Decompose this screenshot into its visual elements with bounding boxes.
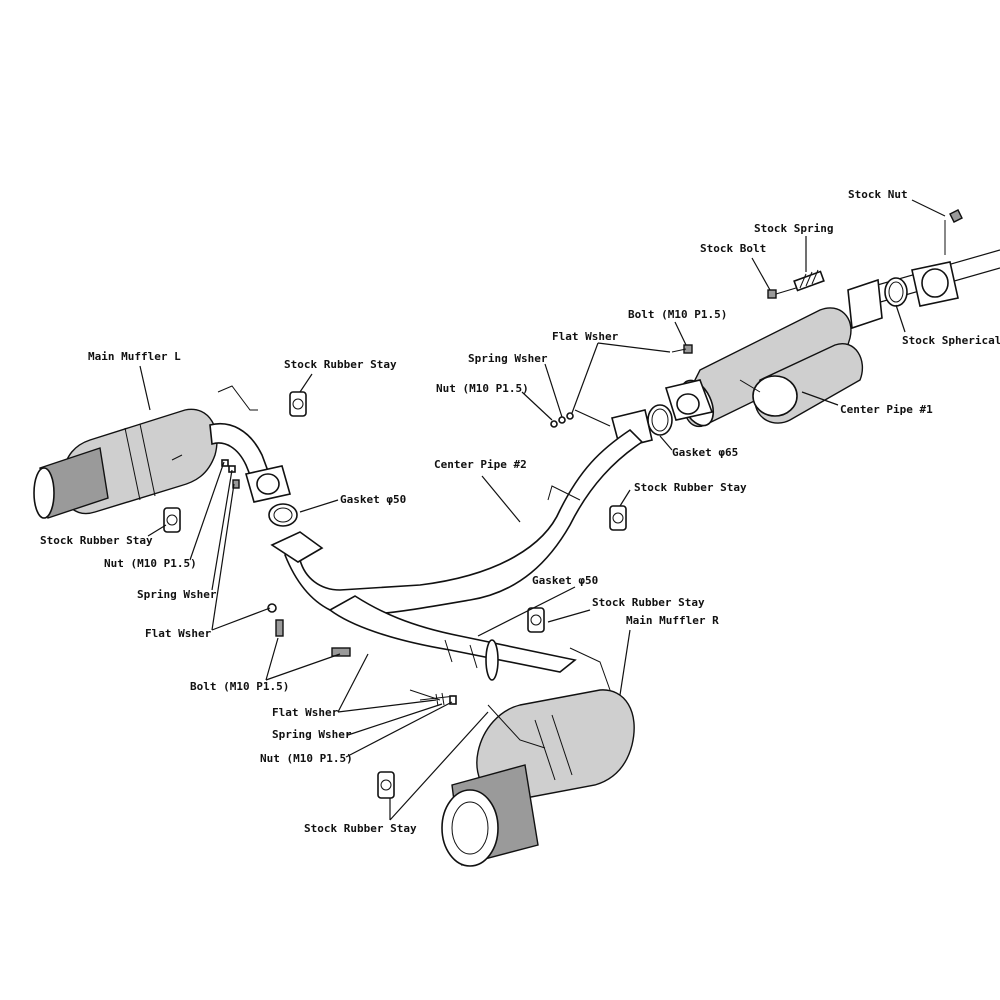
rubber-stay-bottom-part <box>377 771 395 799</box>
label-flat-washer-left: Flat Wsher <box>145 627 212 640</box>
label-stock-spring: Stock Spring <box>754 222 833 235</box>
label-stock-rubber-stay-mid: Stock Rubber Stay <box>634 481 747 494</box>
gasket-65-part <box>647 404 673 436</box>
label-main-muffler-r: Main Muffler R <box>626 614 719 627</box>
rubber-stay-right-part <box>527 607 545 633</box>
stock-flange <box>911 261 959 307</box>
label-flat-washer-top: Flat Wsher <box>552 330 619 343</box>
label-nut-left: Nut (M10 P1.5) <box>104 557 197 570</box>
label-spring-washer-top: Spring Wsher <box>468 352 548 365</box>
label-spring-washer-left: Spring Wsher <box>137 588 217 601</box>
label-flat-washer-bottom: Flat Wsher <box>272 706 339 719</box>
gasket-50-lower-part <box>485 639 499 681</box>
label-center-pipe-2: Center Pipe #2 <box>434 458 527 471</box>
stock-spherical-gasket <box>884 277 908 307</box>
label-bolt-top: Bolt (M10 P1.5) <box>628 308 727 321</box>
label-main-muffler-l: Main Muffler L <box>88 350 181 363</box>
label-stock-rubber-stay-left: Stock Rubber Stay <box>40 534 153 547</box>
label-center-pipe-1: Center Pipe #1 <box>840 403 933 416</box>
label-bolt-bottom: Bolt (M10 P1.5) <box>190 680 289 693</box>
callout-labels: Stock Nut Stock Spring Stock Bolt Stock … <box>40 188 1000 835</box>
stock-bolt-part <box>767 287 797 299</box>
stock-nut-part <box>944 209 963 255</box>
washers-left-parts <box>221 459 284 637</box>
flange-left <box>244 465 292 503</box>
main-muffler-l <box>33 385 277 519</box>
label-gasket-50-lower: Gasket φ50 <box>532 574 598 587</box>
label-nut-top: Nut (M10 P1.5) <box>436 382 529 395</box>
label-nut-bottom: Nut (M10 P1.5) <box>260 752 353 765</box>
label-stock-nut: Stock Nut <box>848 188 908 201</box>
center-pipe-1 <box>664 249 1000 428</box>
bolt-washer-bottom-parts <box>331 647 457 707</box>
label-stock-bolt: Stock Bolt <box>700 242 766 255</box>
label-stock-spherical: Stock Spherical <box>902 334 1000 347</box>
label-gasket-65: Gasket φ65 <box>672 446 738 459</box>
label-gasket-50-upper: Gasket φ50 <box>340 493 406 506</box>
gasket-50-upper-part <box>268 503 298 527</box>
stock-spring-part <box>793 269 825 292</box>
label-stock-rubber-stay-right: Stock Rubber Stay <box>592 596 705 609</box>
rubber-stay-left-part <box>163 507 181 533</box>
main-muffler-r <box>441 647 635 867</box>
center-pipe-2 <box>270 409 653 673</box>
bolt-top-part <box>671 344 693 354</box>
label-stock-rubber-stay-top: Stock Rubber Stay <box>284 358 397 371</box>
label-spring-washer-bottom: Spring Wsher <box>272 728 352 741</box>
rubber-stay-top-part <box>289 391 307 417</box>
rubber-stay-mid-part <box>609 505 627 531</box>
leader-lines <box>139 199 946 821</box>
label-stock-rubber-stay-bottom: Stock Rubber Stay <box>304 822 417 835</box>
